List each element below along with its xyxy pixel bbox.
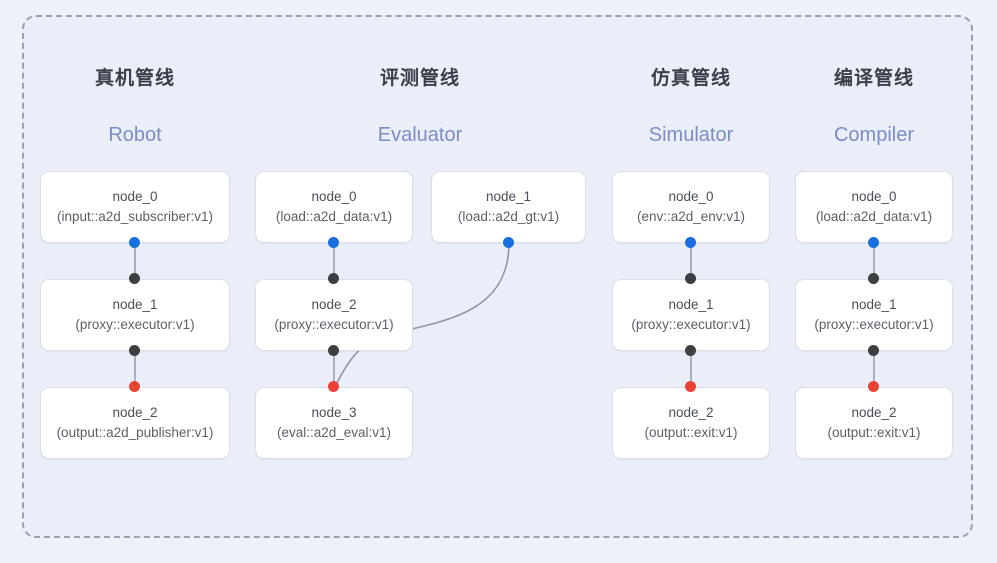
node-name: node_3 xyxy=(311,405,357,420)
port-compiler-1-output[interactable] xyxy=(868,345,879,356)
node-robot-0[interactable]: node_0 (input::a2d_subscriber:v1) xyxy=(40,171,230,243)
port-robot-2-input[interactable] xyxy=(129,381,140,392)
port-compiler-2-input[interactable] xyxy=(868,381,879,392)
port-compiler-1-input[interactable] xyxy=(868,273,879,284)
port-robot-1-input[interactable] xyxy=(129,273,140,284)
node-name: node_0 xyxy=(851,189,897,204)
port-evaluator-1-output[interactable] xyxy=(503,237,514,248)
port-evaluator-3-input[interactable] xyxy=(328,381,339,392)
column-title-evaluator: 评测管线 xyxy=(379,68,460,89)
node-name: node_1 xyxy=(485,189,532,204)
node-type: (proxy::executor:v1) xyxy=(631,317,751,332)
node-name: node_2 xyxy=(668,405,714,420)
node-type: (load::a2d_data:v1) xyxy=(815,209,933,224)
node-name: node_1 xyxy=(112,297,158,312)
node-compiler-2[interactable]: node_2 (output::exit:v1) xyxy=(795,387,953,459)
node-type: (output::a2d_publisher:v1) xyxy=(56,425,214,440)
port-simulator-1-input[interactable] xyxy=(685,273,696,284)
node-evaluator-1[interactable]: node_1 (load::a2d_gt:v1) xyxy=(431,171,586,243)
node-type: (proxy::executor:v1) xyxy=(814,317,934,332)
node-robot-2[interactable]: node_2 (output::a2d_publisher:v1) xyxy=(40,387,230,459)
column-subtitle-simulator: Simulator xyxy=(648,124,734,146)
node-type: (load::a2d_gt:v1) xyxy=(457,209,560,224)
node-type: (load::a2d_data:v1) xyxy=(275,209,393,224)
column-title-robot: 真机管线 xyxy=(94,68,175,89)
port-simulator-1-output[interactable] xyxy=(685,345,696,356)
column-subtitle-robot: Robot xyxy=(108,124,162,146)
node-type: (proxy::executor:v1) xyxy=(274,317,394,332)
node-evaluator-0[interactable]: node_0 (load::a2d_data:v1) xyxy=(255,171,413,243)
port-compiler-0-output[interactable] xyxy=(868,237,879,248)
node-name: node_2 xyxy=(851,405,897,420)
column-subtitle-evaluator: Evaluator xyxy=(377,124,463,146)
node-name: node_2 xyxy=(112,405,158,420)
port-evaluator-2-output[interactable] xyxy=(328,345,339,356)
node-compiler-1[interactable]: node_1 (proxy::executor:v1) xyxy=(795,279,953,351)
column-title-simulator: 仿真管线 xyxy=(650,68,731,89)
port-simulator-0-output[interactable] xyxy=(685,237,696,248)
node-type: (proxy::executor:v1) xyxy=(75,317,195,332)
node-simulator-0[interactable]: node_0 (env::a2d_env:v1) xyxy=(612,171,770,243)
node-name: node_1 xyxy=(851,297,897,312)
node-simulator-2[interactable]: node_2 (output::exit:v1) xyxy=(612,387,770,459)
node-type: (env::a2d_env:v1) xyxy=(636,209,746,224)
port-evaluator-2-input[interactable] xyxy=(328,273,339,284)
node-evaluator-2[interactable]: node_2 (proxy::executor:v1) xyxy=(255,279,413,351)
port-robot-0-output[interactable] xyxy=(129,237,140,248)
node-type: (output::exit:v1) xyxy=(827,425,921,440)
node-robot-1[interactable]: node_1 (proxy::executor:v1) xyxy=(40,279,230,351)
pipeline-panel xyxy=(22,15,973,538)
node-compiler-0[interactable]: node_0 (load::a2d_data:v1) xyxy=(795,171,953,243)
node-name: node_0 xyxy=(112,189,158,204)
node-name: node_1 xyxy=(668,297,714,312)
column-subtitle-compiler: Compiler xyxy=(833,124,915,146)
node-type: (input::a2d_subscriber:v1) xyxy=(56,209,214,224)
node-type: (eval::a2d_eval:v1) xyxy=(276,425,392,440)
node-name: node_0 xyxy=(668,189,714,204)
node-evaluator-3[interactable]: node_3 (eval::a2d_eval:v1) xyxy=(255,387,413,459)
node-name: node_0 xyxy=(311,189,357,204)
port-simulator-2-input[interactable] xyxy=(685,381,696,392)
node-name: node_2 xyxy=(311,297,357,312)
node-simulator-1[interactable]: node_1 (proxy::executor:v1) xyxy=(612,279,770,351)
port-robot-1-output[interactable] xyxy=(129,345,140,356)
column-title-compiler: 编译管线 xyxy=(833,68,914,89)
port-evaluator-0-output[interactable] xyxy=(328,237,339,248)
node-type: (output::exit:v1) xyxy=(644,425,738,440)
